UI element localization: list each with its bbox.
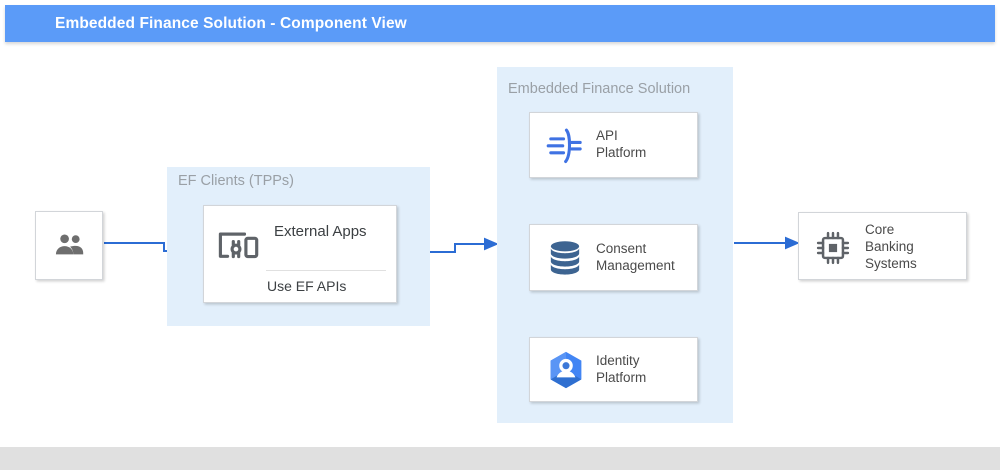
group-ef-clients-label: EF Clients (TPPs): [178, 173, 295, 189]
bottom-strip: [0, 447, 1000, 470]
apigee-api-platform-icon: [544, 125, 586, 172]
node-core-banking-systems-title: Core Banking Systems: [865, 222, 917, 271]
database-icon: [545, 238, 585, 283]
node-identity-platform-title: Identity Platform: [596, 353, 647, 385]
node-api-platform[interactable]: API Platform: [529, 112, 698, 178]
people-icon: [49, 228, 91, 269]
node-consent-management[interactable]: Consent Management: [529, 224, 698, 291]
devices-icon: [216, 229, 262, 270]
chip-icon: [814, 229, 852, 272]
node-core-banking-systems[interactable]: Core Banking Systems: [798, 212, 967, 280]
group-embedded-finance-solution-label: Embedded Finance Solution: [508, 81, 691, 97]
node-external-apps[interactable]: External Apps Use EF APIs: [203, 205, 397, 303]
node-external-apps-subtitle: Use EF APIs: [267, 278, 347, 294]
node-users[interactable]: [35, 211, 103, 280]
node-identity-platform[interactable]: Identity Platform: [529, 337, 698, 402]
page-title: Embedded Finance Solution - Component Vi…: [55, 15, 407, 32]
node-consent-management-title: Consent Management: [596, 241, 675, 273]
identity-platform-icon: [547, 350, 585, 395]
node-external-apps-divider: [266, 270, 386, 271]
header-bar: Embedded Finance Solution - Component Vi…: [5, 5, 995, 42]
node-external-apps-title: External Apps: [274, 223, 367, 240]
node-api-platform-title: API Platform: [596, 128, 647, 160]
